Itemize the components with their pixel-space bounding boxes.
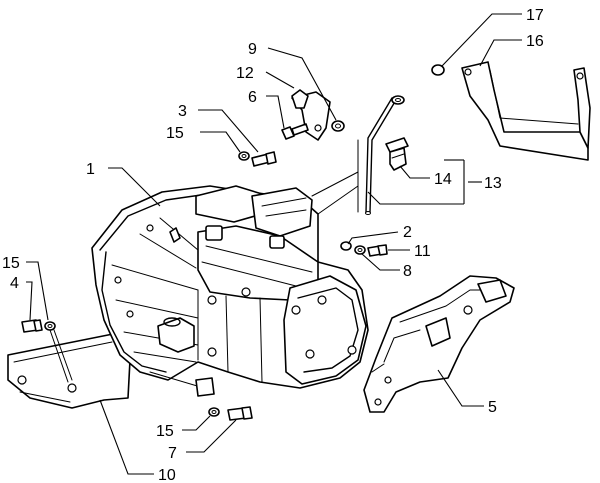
- callout-11: 11: [414, 243, 431, 260]
- callout-5: 5: [488, 399, 497, 416]
- callout-1: 1: [86, 161, 95, 178]
- left-bolt-part: [21, 319, 73, 383]
- callout-8: 8: [403, 263, 412, 280]
- callout-13: 13: [484, 175, 502, 192]
- gearbox-housing-part: [91, 185, 369, 397]
- leader-lines: [26, 13, 522, 475]
- callout-15-bottom: 15: [156, 423, 174, 440]
- top-bolt-part: [238, 151, 277, 167]
- plug-part: [385, 137, 409, 171]
- small-bracket-part: [281, 89, 345, 141]
- callout-10: 10: [158, 467, 176, 483]
- callout-16: 16: [526, 33, 544, 50]
- callout-2: 2: [403, 224, 412, 241]
- callout-6: 6: [248, 89, 257, 106]
- callout-17: 17: [526, 7, 544, 24]
- right-bracket-part: [431, 61, 591, 161]
- reference-lines: [311, 139, 359, 215]
- callout-15-left: 15: [2, 255, 20, 272]
- callout-labels: 1 2 3 4 5 6 7 8 9 10 11 12 13 14 15 15 1…: [2, 7, 544, 483]
- callout-14: 14: [434, 171, 452, 188]
- right-bolts-part: [340, 241, 388, 257]
- callout-7: 7: [168, 445, 177, 462]
- heat-shield-part: [363, 275, 515, 413]
- callout-3: 3: [178, 103, 187, 120]
- callout-12: 12: [236, 65, 254, 82]
- linkage-rod-part: [365, 95, 405, 215]
- callout-9: 9: [248, 41, 257, 58]
- bottom-bolt-part: [208, 406, 253, 421]
- callout-4: 4: [10, 275, 19, 292]
- callout-15-top: 15: [166, 125, 184, 142]
